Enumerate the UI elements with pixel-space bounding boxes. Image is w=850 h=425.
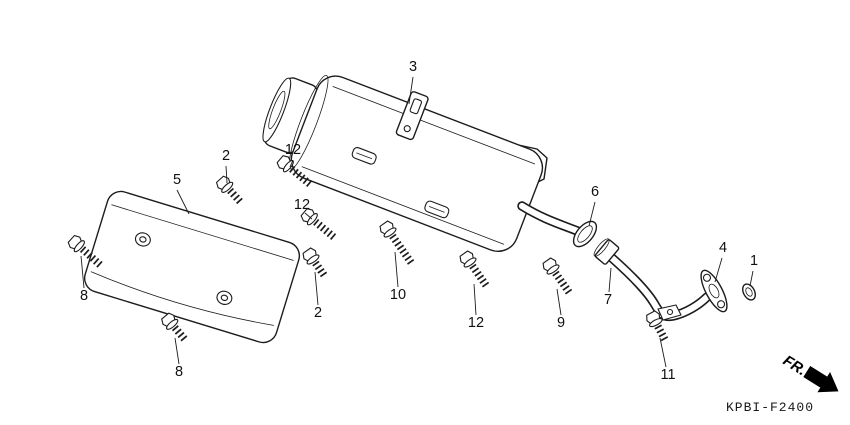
callout-2: 2 bbox=[314, 305, 322, 321]
callout-leader-8 bbox=[174, 337, 180, 365]
callout-leader-12 bbox=[304, 212, 313, 220]
callout-2: 2 bbox=[222, 148, 230, 164]
callout-leader-9 bbox=[556, 288, 562, 316]
callout-12: 12 bbox=[294, 197, 310, 213]
callout-leader-5 bbox=[176, 189, 190, 215]
callout-leader-3 bbox=[408, 76, 414, 105]
callout-12: 12 bbox=[468, 315, 484, 331]
shield-hole bbox=[134, 232, 151, 247]
heat-shield bbox=[83, 190, 301, 344]
diagram-code: KPBI-F2400 bbox=[726, 400, 814, 415]
callout-leader-7 bbox=[608, 267, 612, 293]
callout-1: 1 bbox=[750, 253, 758, 269]
callout-leader-10 bbox=[394, 251, 399, 288]
callout-leader-11 bbox=[659, 337, 667, 368]
callout-leader-2 bbox=[314, 271, 319, 306]
pipe-flange bbox=[700, 269, 728, 313]
callout-8: 8 bbox=[175, 364, 183, 380]
callout-leader-2 bbox=[225, 165, 228, 184]
muffler-body bbox=[262, 74, 544, 252]
flange-bolt-9 bbox=[541, 257, 575, 297]
callout-10: 10 bbox=[390, 287, 406, 303]
flange-bolt-12c bbox=[458, 250, 492, 290]
callout-8: 8 bbox=[80, 288, 88, 304]
callout-leader-1 bbox=[749, 270, 754, 287]
fr-direction-indicator: FR. bbox=[780, 352, 839, 393]
muffler-end-cap bbox=[262, 77, 318, 154]
flange-bolt-10 bbox=[378, 220, 418, 268]
fr-arrow-icon bbox=[803, 366, 839, 393]
hanger-clamp bbox=[395, 91, 429, 141]
callout-leader-12 bbox=[289, 159, 294, 168]
shield-hole bbox=[216, 290, 233, 305]
callout-leader-8 bbox=[80, 255, 85, 289]
pipe-mount-tab bbox=[657, 304, 682, 321]
callout-11: 11 bbox=[660, 367, 675, 383]
callout-12: 12 bbox=[285, 142, 301, 158]
callout-7: 7 bbox=[604, 292, 612, 308]
pipe-sleeve bbox=[593, 238, 620, 265]
callout-6: 6 bbox=[591, 184, 599, 200]
callout-9: 9 bbox=[557, 315, 565, 331]
callout-leader-6 bbox=[588, 201, 596, 227]
joint-gasket bbox=[572, 220, 598, 248]
callout-leader-4 bbox=[714, 257, 723, 283]
callout-3: 3 bbox=[409, 59, 417, 75]
flange-nut bbox=[742, 283, 756, 301]
flange-bolt-2a bbox=[215, 175, 245, 207]
callout-5: 5 bbox=[173, 172, 181, 188]
callout-4: 4 bbox=[719, 240, 727, 256]
callout-leader-12 bbox=[473, 283, 477, 316]
